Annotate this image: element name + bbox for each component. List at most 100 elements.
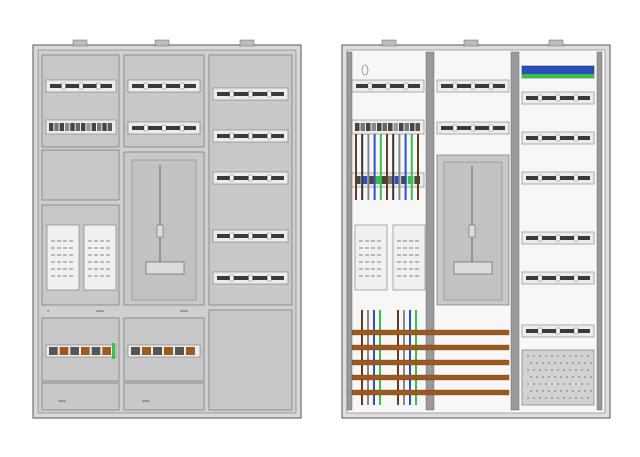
meter-window-a xyxy=(46,224,80,291)
vent-slot xyxy=(397,268,401,270)
perforation-dot xyxy=(572,376,574,378)
vent-slot xyxy=(88,275,92,277)
perforation-dot xyxy=(569,355,571,357)
breaker-module xyxy=(388,123,393,131)
vent-slot xyxy=(106,254,110,256)
vent-slot xyxy=(69,268,73,270)
open-meter-window-a xyxy=(354,224,388,291)
perforation-dot xyxy=(587,397,589,399)
perforation-dot xyxy=(563,383,565,385)
vent-slot xyxy=(63,240,67,242)
meter-vents-a xyxy=(51,240,110,277)
perforation-dot xyxy=(590,362,592,364)
perforation-dot xyxy=(560,362,562,364)
busbars xyxy=(351,329,510,396)
label-left-mid-2: 400A xyxy=(96,309,105,313)
vent-slot xyxy=(397,254,401,256)
breaker-module xyxy=(102,123,107,131)
perforation-dot xyxy=(560,390,562,392)
breaker-module xyxy=(377,123,382,131)
rail-marker xyxy=(488,124,494,132)
rail-marker xyxy=(96,82,101,90)
perforation-dot xyxy=(545,397,547,399)
rail-marker xyxy=(179,82,185,90)
breaker-module xyxy=(404,123,409,131)
vent-slot xyxy=(69,247,73,249)
vent-slot xyxy=(63,254,67,256)
rail-marker xyxy=(470,82,476,90)
perforation-dot xyxy=(539,355,541,357)
vent-slot xyxy=(88,240,92,242)
vent-slot xyxy=(359,254,363,256)
vent-slot xyxy=(415,240,419,242)
busbar xyxy=(351,374,510,381)
vent-slot xyxy=(63,261,67,263)
perforation-dot xyxy=(545,355,547,357)
breaker-module xyxy=(407,176,414,184)
vent-slot xyxy=(106,247,110,249)
rail-marker xyxy=(555,234,561,242)
rail-marker xyxy=(248,132,253,140)
wires-open xyxy=(355,134,419,405)
vent-slot xyxy=(100,275,104,277)
rail-marker xyxy=(267,232,272,240)
breaker-module xyxy=(91,123,96,131)
vent-slot xyxy=(403,275,407,277)
vent-slot xyxy=(415,261,419,263)
breaker-module xyxy=(366,123,371,131)
rail-marker xyxy=(267,90,272,98)
perforation-dot xyxy=(554,362,556,364)
perforation-dot xyxy=(539,383,541,385)
vent-slot xyxy=(94,261,98,263)
vent-slot xyxy=(51,247,55,249)
busbar xyxy=(351,344,510,351)
rail-marker xyxy=(573,94,579,102)
vent-slot xyxy=(365,275,369,277)
vent-slot xyxy=(371,254,375,256)
perforation-dot xyxy=(557,369,559,371)
vent-slot xyxy=(365,240,369,242)
vent-slot xyxy=(377,268,381,270)
rail-marker xyxy=(385,82,391,90)
fuse-element xyxy=(91,347,101,355)
rail-marker xyxy=(229,232,234,240)
vent-slot xyxy=(403,240,407,242)
rail-marker xyxy=(573,234,579,242)
vent-slot xyxy=(371,261,375,263)
perforation-dot xyxy=(527,397,529,399)
perforation-dot xyxy=(563,369,565,371)
meter-panel-col1 xyxy=(41,149,120,201)
vent-slot xyxy=(409,247,413,249)
rail-marker xyxy=(573,134,579,142)
closed-cabinet-view: 4 400A 400A 400A 400A xyxy=(32,39,302,419)
vent-slot xyxy=(106,275,110,277)
breaker-module xyxy=(371,123,376,131)
perforation-dot xyxy=(533,397,535,399)
vent-slot xyxy=(409,268,413,270)
perforation-dot xyxy=(542,390,544,392)
busbar xyxy=(351,359,510,366)
perforation-dot xyxy=(551,397,553,399)
perforation-dot xyxy=(569,383,571,385)
vent-slot xyxy=(403,261,407,263)
rail-marker xyxy=(248,174,253,182)
fuse-element xyxy=(131,347,140,355)
breaker-module xyxy=(59,123,64,131)
top-hinges xyxy=(72,39,255,47)
open-meter-vents xyxy=(359,240,419,277)
vent-slot xyxy=(100,247,104,249)
rail-marker xyxy=(555,327,561,335)
perforation-dot xyxy=(557,355,559,357)
lower-section-left xyxy=(41,317,120,411)
rail-marker xyxy=(537,94,543,102)
busbar xyxy=(351,389,510,396)
perforation-dot xyxy=(551,383,553,385)
vent-slot xyxy=(88,247,92,249)
fuse-element xyxy=(59,347,69,355)
rail-marker xyxy=(161,124,167,132)
perforation-dot xyxy=(578,390,580,392)
vent-slot xyxy=(94,247,98,249)
perforation-dot xyxy=(575,369,577,371)
vent-slot xyxy=(365,247,369,249)
